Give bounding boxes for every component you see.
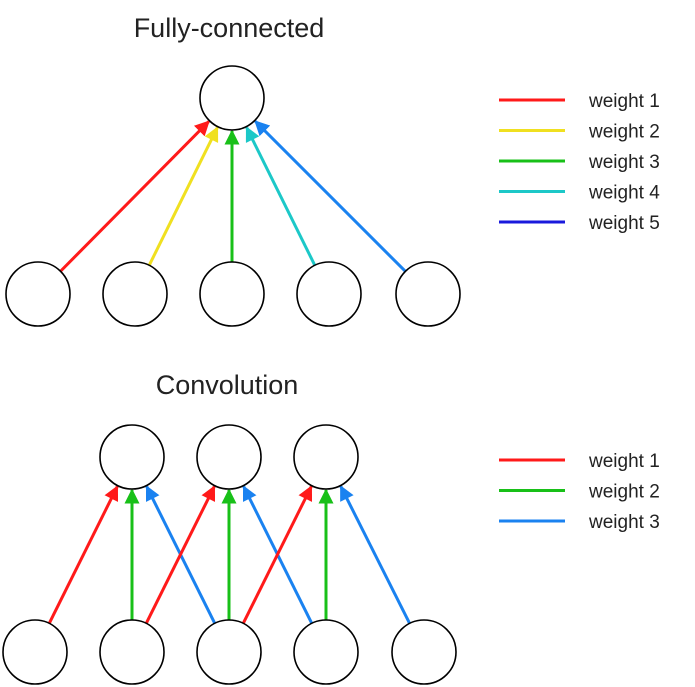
conv-input-node-2 bbox=[196, 619, 262, 685]
fc-legend: weight 1 weight 2 weight 3 weight 4 weight 5 bbox=[499, 91, 660, 234]
conv-input-node-0 bbox=[2, 619, 68, 685]
fc-legend-label-5: weight 5 bbox=[588, 213, 660, 234]
fc-nodes bbox=[5, 65, 461, 327]
fc-legend-label-4: weight 4 bbox=[588, 183, 660, 204]
fc-legend-label-1: weight 1 bbox=[588, 91, 660, 112]
conv-edges bbox=[47, 485, 411, 625]
conv-input-node-4 bbox=[391, 619, 457, 685]
conv-output-node-1 bbox=[196, 424, 262, 490]
convolution-section: Convolution weight 1 weight 2 weight 3 bbox=[2, 370, 660, 685]
conv-legend-label-1: weight 1 bbox=[588, 451, 660, 472]
fc-input-node-1 bbox=[102, 261, 168, 327]
fc-edge-0 bbox=[59, 120, 210, 273]
fc-input-node-2 bbox=[199, 261, 265, 327]
conv-input-node-1 bbox=[99, 619, 165, 685]
fc-legend-label-3: weight 3 bbox=[588, 152, 660, 173]
fc-edges bbox=[59, 120, 407, 273]
conv-edge-3 bbox=[144, 485, 216, 625]
conv-input-node-3 bbox=[293, 619, 359, 685]
conv-legend: weight 1 weight 2 weight 3 bbox=[499, 451, 660, 533]
conv-edge-8 bbox=[339, 485, 411, 625]
convolution-title: Convolution bbox=[156, 370, 299, 400]
fc-output-node-0 bbox=[199, 65, 265, 131]
conv-nodes bbox=[2, 424, 457, 685]
fully-connected-section: Fully-connected weight 1 weight 2 weight 3… bbox=[5, 13, 660, 327]
fc-input-node-4 bbox=[395, 261, 461, 327]
fc-edge-1 bbox=[147, 126, 219, 266]
conv-edge-0 bbox=[47, 485, 119, 625]
fc-edge-3 bbox=[245, 126, 317, 266]
fc-edge-4 bbox=[254, 120, 407, 273]
fc-legend-label-2: weight 2 bbox=[588, 122, 660, 143]
conv-legend-label-3: weight 3 bbox=[588, 512, 660, 533]
fc-input-node-3 bbox=[296, 261, 362, 327]
conv-output-node-2 bbox=[293, 424, 359, 490]
fc-input-node-0 bbox=[5, 261, 71, 327]
fully-connected-title: Fully-connected bbox=[134, 13, 325, 43]
conv-legend-label-2: weight 2 bbox=[588, 482, 660, 503]
conv-edge-6 bbox=[241, 485, 313, 625]
conv-output-node-0 bbox=[99, 424, 165, 490]
